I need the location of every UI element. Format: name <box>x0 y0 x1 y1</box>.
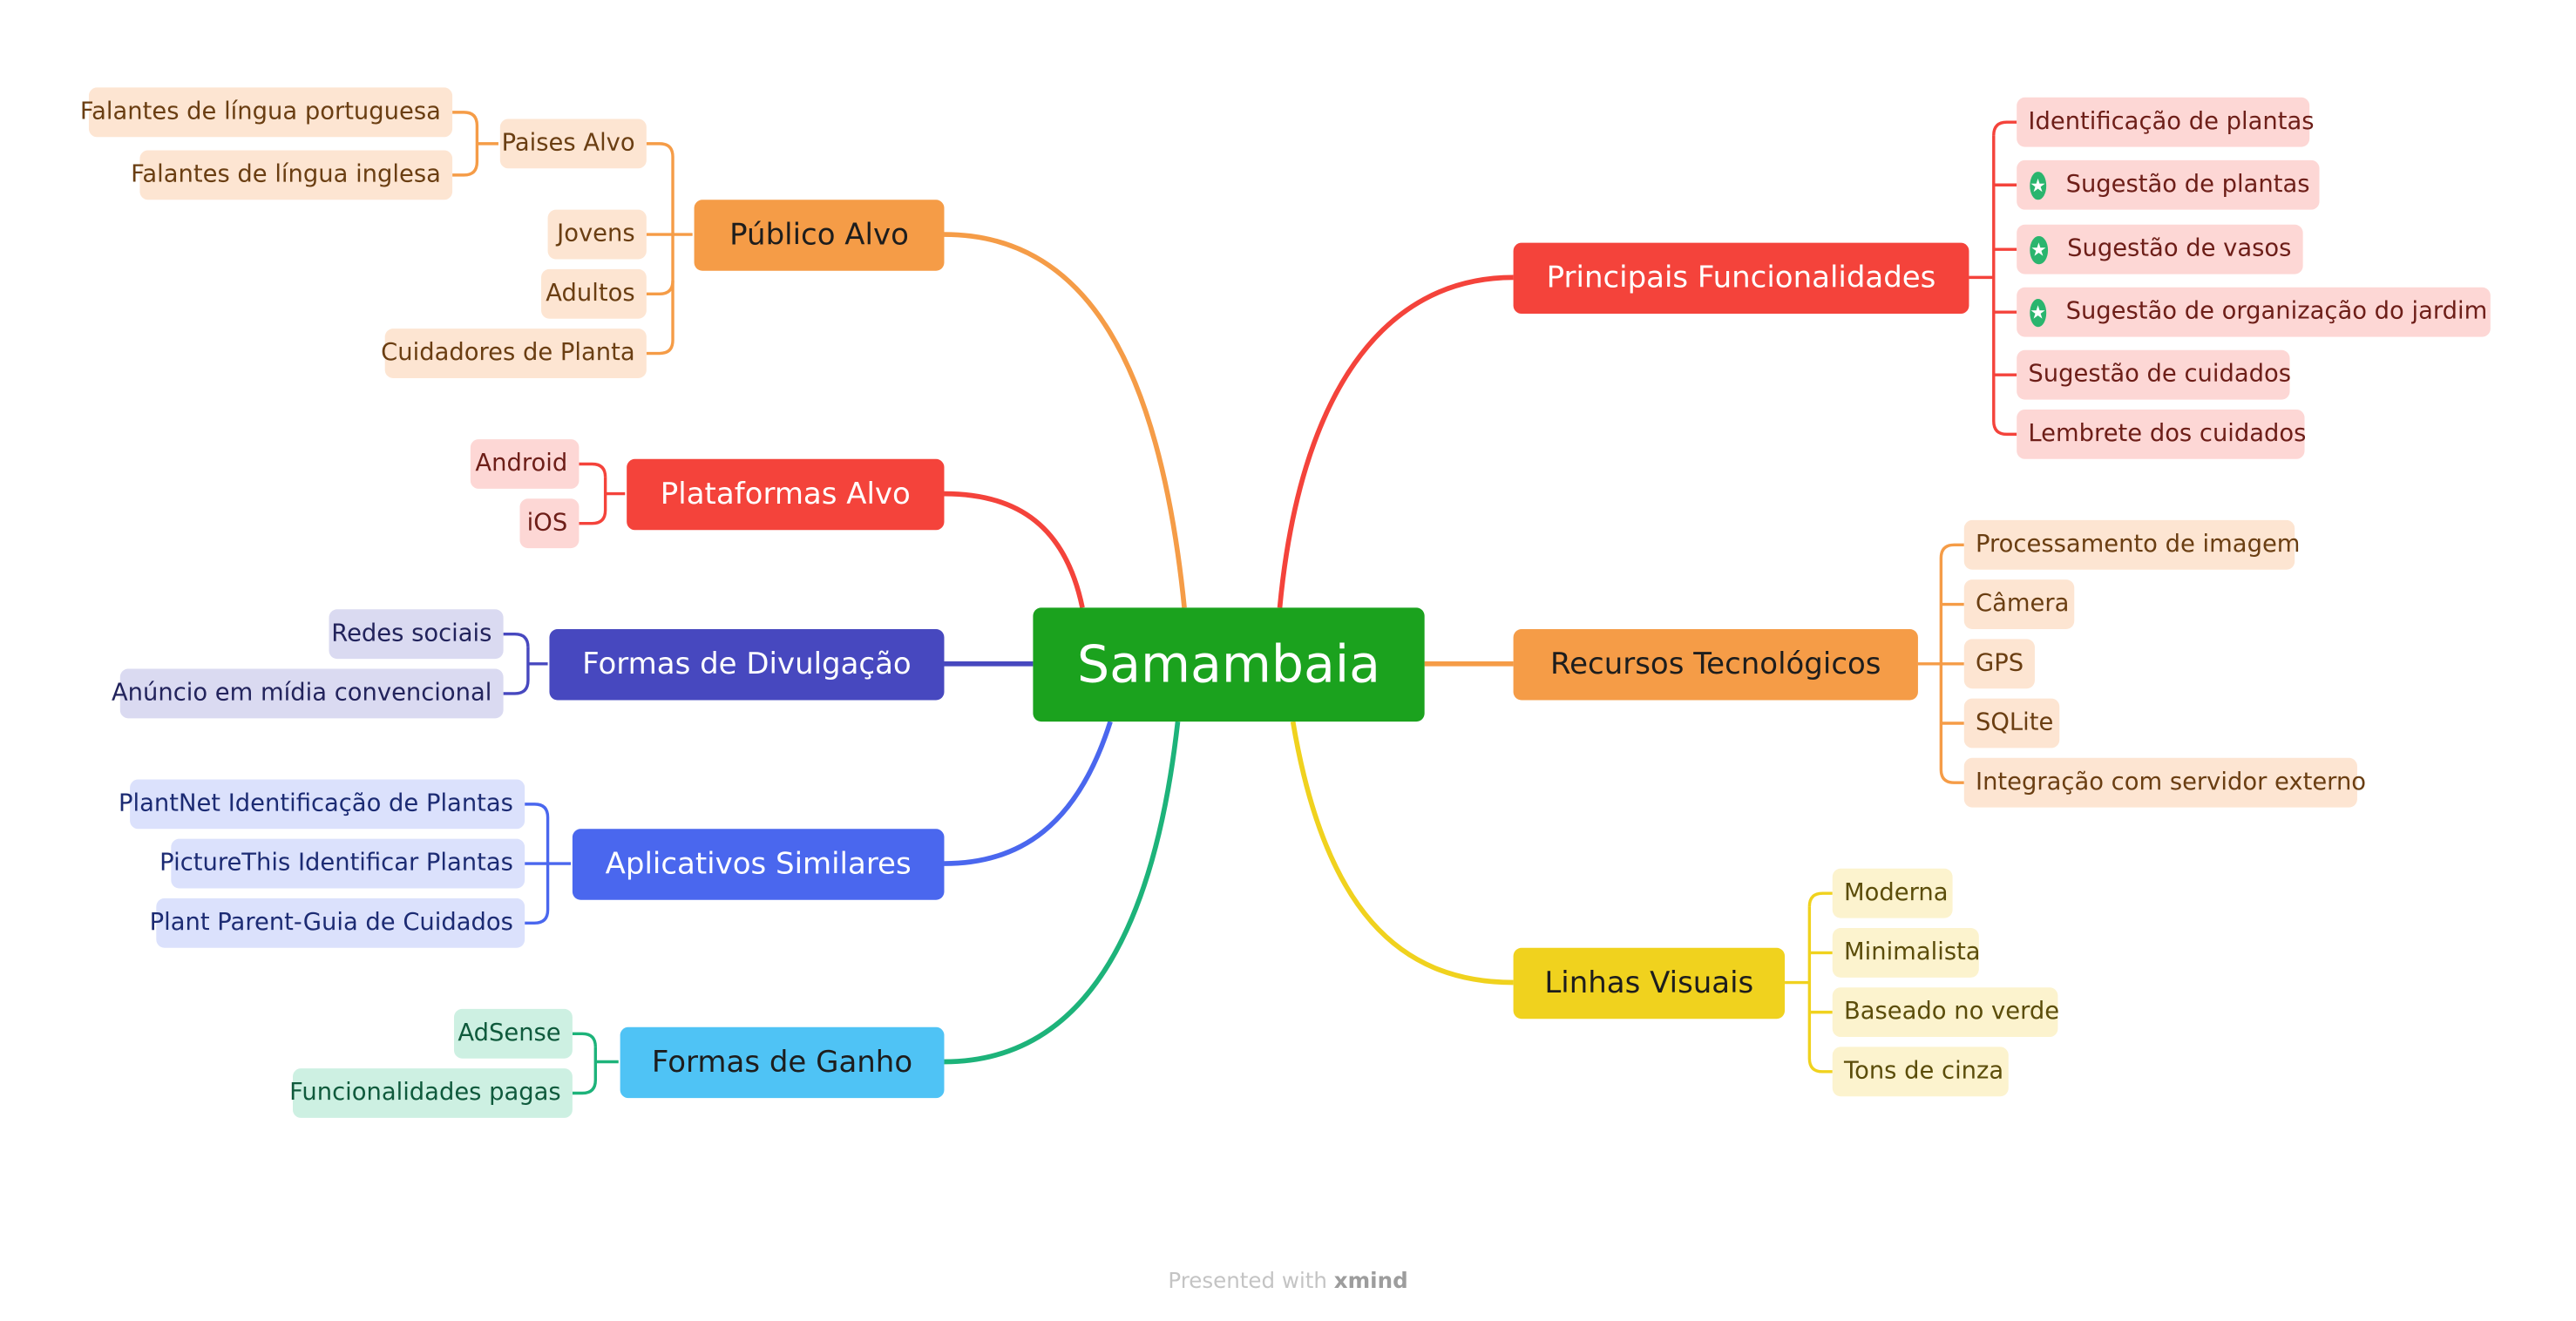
topic-formas-divulgacao[interactable]: Formas de Divulgação <box>549 628 945 701</box>
connector-principais-funcionalidades <box>1277 274 1514 608</box>
subtopic-jovens[interactable]: Jovens <box>547 209 647 260</box>
subtopic-falantes-portugues[interactable]: Falantes de língua portuguesa <box>80 87 453 138</box>
subtopic-sugestao-organizacao[interactable]: ★ Sugestão de organização do jardim <box>2017 287 2491 337</box>
subtopic-camera[interactable]: Câmera <box>1963 579 2075 629</box>
footer-brand-logo[interactable]: xmind <box>1333 1270 1408 1295</box>
connector-publico-alvo <box>944 232 1187 608</box>
subtopic-picturethis[interactable]: PictureThis Identificar Plantas <box>159 838 525 889</box>
subtopic-integracao-servidor[interactable]: Integração com servidor externo <box>1963 757 2366 808</box>
star-badge-icon: ★ <box>2030 298 2046 327</box>
footer-credit: Presented with xmind <box>0 1270 2576 1294</box>
subtopic-adultos[interactable]: Adultos <box>541 268 647 319</box>
topic-linhas-visuais[interactable]: Linhas Visuais <box>1513 947 1786 1020</box>
subtopic-plant-parent[interactable]: Plant Parent-Guia de Cuidados <box>150 898 525 948</box>
topic-recursos-tecnologicos[interactable]: Recursos Tecnológicos <box>1513 628 1918 701</box>
connector-linhas-visuais <box>1290 721 1514 986</box>
star-badge-icon: ★ <box>2030 171 2046 200</box>
subtopic-falantes-ingles[interactable]: Falantes de língua inglesa <box>131 150 453 200</box>
subtopic-sugestao-vasos[interactable]: ★ Sugestão de vasos <box>2017 224 2303 274</box>
connector-aplicativos-similares <box>944 721 1113 866</box>
subtopic-lembrete-cuidados[interactable]: Lembrete dos cuidados <box>2017 409 2306 459</box>
subtopic-android[interactable]: Android <box>470 439 580 489</box>
subtopic-redes-sociais[interactable]: Redes sociais <box>329 609 504 660</box>
subtopic-baseado-verde[interactable]: Baseado no verde <box>1832 987 2059 1038</box>
subtopic-moderna[interactable]: Moderna <box>1832 868 1953 918</box>
connector-plataformas-alvo <box>944 491 1085 608</box>
footer-prefix: Presented with <box>1168 1270 1327 1295</box>
topic-formas-ganho[interactable]: Formas de Ganho <box>620 1026 945 1099</box>
subtopic-plantnet[interactable]: PlantNet Identificação de Plantas <box>119 779 525 830</box>
subtopic-adsense[interactable]: AdSense <box>453 1008 573 1059</box>
subtopic-minimalista[interactable]: Minimalista <box>1832 927 1981 978</box>
subtopic-cuidadores[interactable]: Cuidadores de Planta <box>381 329 647 378</box>
subtopic-processamento-imagem[interactable]: Processamento de imagem <box>1963 519 2300 570</box>
subtopic-paises-alvo[interactable]: Paises Alvo <box>499 119 647 169</box>
topic-principais-funcionalidades[interactable]: Principais Funcionalidades <box>1513 242 1969 315</box>
subtopic-sugestao-plantas[interactable]: ★ Sugestão de plantas <box>2017 159 2320 210</box>
root-topic[interactable]: Samambaia <box>1033 607 1425 722</box>
subtopic-identificacao-plantas[interactable]: Identificação de plantas <box>2017 97 2314 147</box>
subtopic-sugestao-cuidados[interactable]: Sugestão de cuidados <box>2017 349 2291 400</box>
subtopic-tons-cinza[interactable]: Tons de cinza <box>1832 1047 2009 1097</box>
subtopic-label: Sugestão de plantas <box>2065 172 2310 199</box>
subtopic-sqlite[interactable]: SQLite <box>1963 698 2060 749</box>
connector-formas-ganho <box>944 721 1181 1065</box>
subtopic-ios[interactable]: iOS <box>519 498 580 549</box>
subtopic-gps[interactable]: GPS <box>1963 639 2035 689</box>
subtopic-label: Sugestão de organização do jardim <box>2065 298 2488 326</box>
topic-publico-alvo[interactable]: Público Alvo <box>694 200 945 271</box>
topic-aplicativos-similares[interactable]: Aplicativos Similares <box>572 829 945 900</box>
subtopic-label: Sugestão de vasos <box>2067 235 2292 263</box>
topic-plataformas-alvo[interactable]: Plataformas Alvo <box>627 458 945 531</box>
subtopic-funcionalidades-pagas[interactable]: Funcionalidades pagas <box>289 1068 573 1118</box>
subtopic-anuncio-midia[interactable]: Anúncio em mídia convencional <box>112 668 504 719</box>
star-badge-icon: ★ <box>2030 235 2048 264</box>
